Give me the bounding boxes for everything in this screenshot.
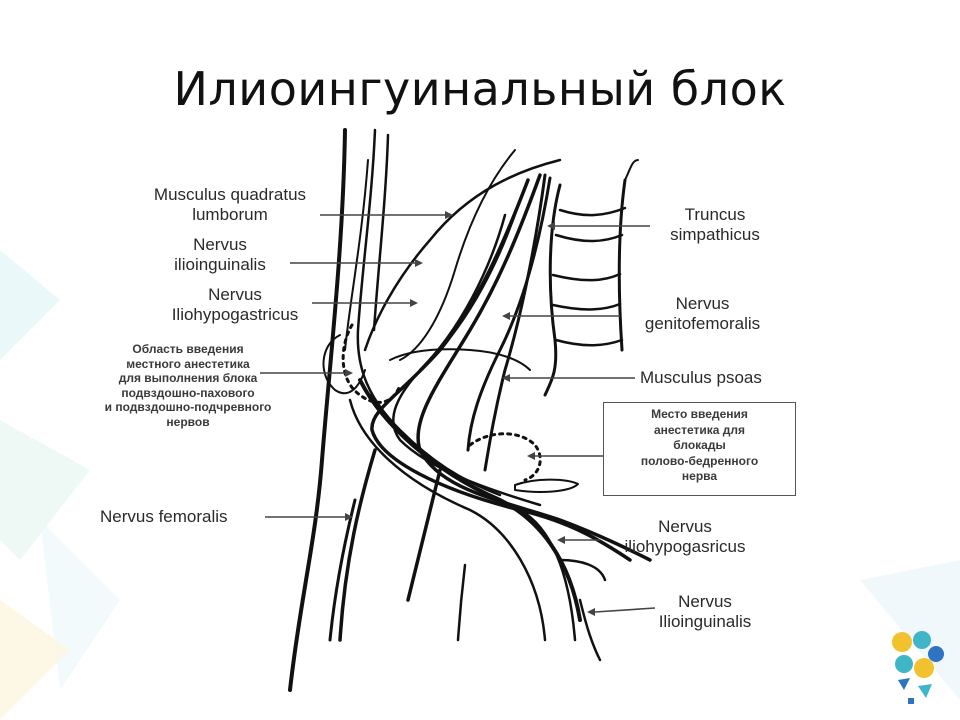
femoral-nerve-3 xyxy=(406,468,442,602)
label-ilioinguinalis-top: Nervus ilioinguinalis xyxy=(174,235,266,274)
label-iliohypogasricus-bottom: Nervus iliohypogasricus xyxy=(624,517,746,556)
psoas-outline xyxy=(363,158,562,352)
iliac-crest xyxy=(389,348,531,371)
ending-2 xyxy=(578,598,602,662)
nerve-top-left xyxy=(356,128,502,497)
label-femoralis: Nervus femoralis xyxy=(100,507,228,526)
iliac-loop xyxy=(322,334,366,395)
ending-1 xyxy=(558,558,607,582)
nerve-bundle-3 xyxy=(466,176,552,452)
label-injection-area: Область введения местного анестетика для… xyxy=(104,342,272,429)
inguinal-ellipse xyxy=(514,478,579,493)
femoral-nerve-1 xyxy=(338,448,377,642)
injection-zone-right xyxy=(468,432,542,482)
label-psoas: Musculus psoas xyxy=(640,368,762,387)
label-ilioinguinalis-bottom: Nervus Ilioinguinalis xyxy=(658,592,752,631)
genitofemoral-injection-box: Место введения анестетика для блокады по… xyxy=(603,402,796,496)
lower-nerve-3 xyxy=(348,398,547,642)
femoral-nerve-4 xyxy=(456,563,467,642)
injection-zone-left xyxy=(341,323,402,404)
quadratus-border xyxy=(288,128,347,692)
label-truncus: Truncus simpathicus xyxy=(670,205,760,244)
nerve-bundle-4 xyxy=(392,198,542,507)
lower-nerve-2 xyxy=(368,393,577,642)
nerve-bundle-1 xyxy=(416,173,652,562)
spine-right xyxy=(617,178,627,352)
label-iliohypogastricus-top: Nervus Iliohypogastricus xyxy=(171,285,299,324)
label-quadratus: Musculus quadratus lumborum xyxy=(153,185,307,224)
spine-left xyxy=(543,183,562,397)
psoas-outline-inner xyxy=(399,149,516,361)
femoral-nerve-2 xyxy=(328,498,357,642)
genitofemoral-nerve xyxy=(483,173,547,472)
nerve-bundle-2 xyxy=(370,178,632,562)
slide-title: Илиоингуинальный блок xyxy=(173,62,787,116)
nerve-top-right xyxy=(372,133,390,332)
label-genitofemoralis: Nervus genitofemoralis xyxy=(644,294,761,333)
nerve-bundle-5 xyxy=(418,213,507,372)
